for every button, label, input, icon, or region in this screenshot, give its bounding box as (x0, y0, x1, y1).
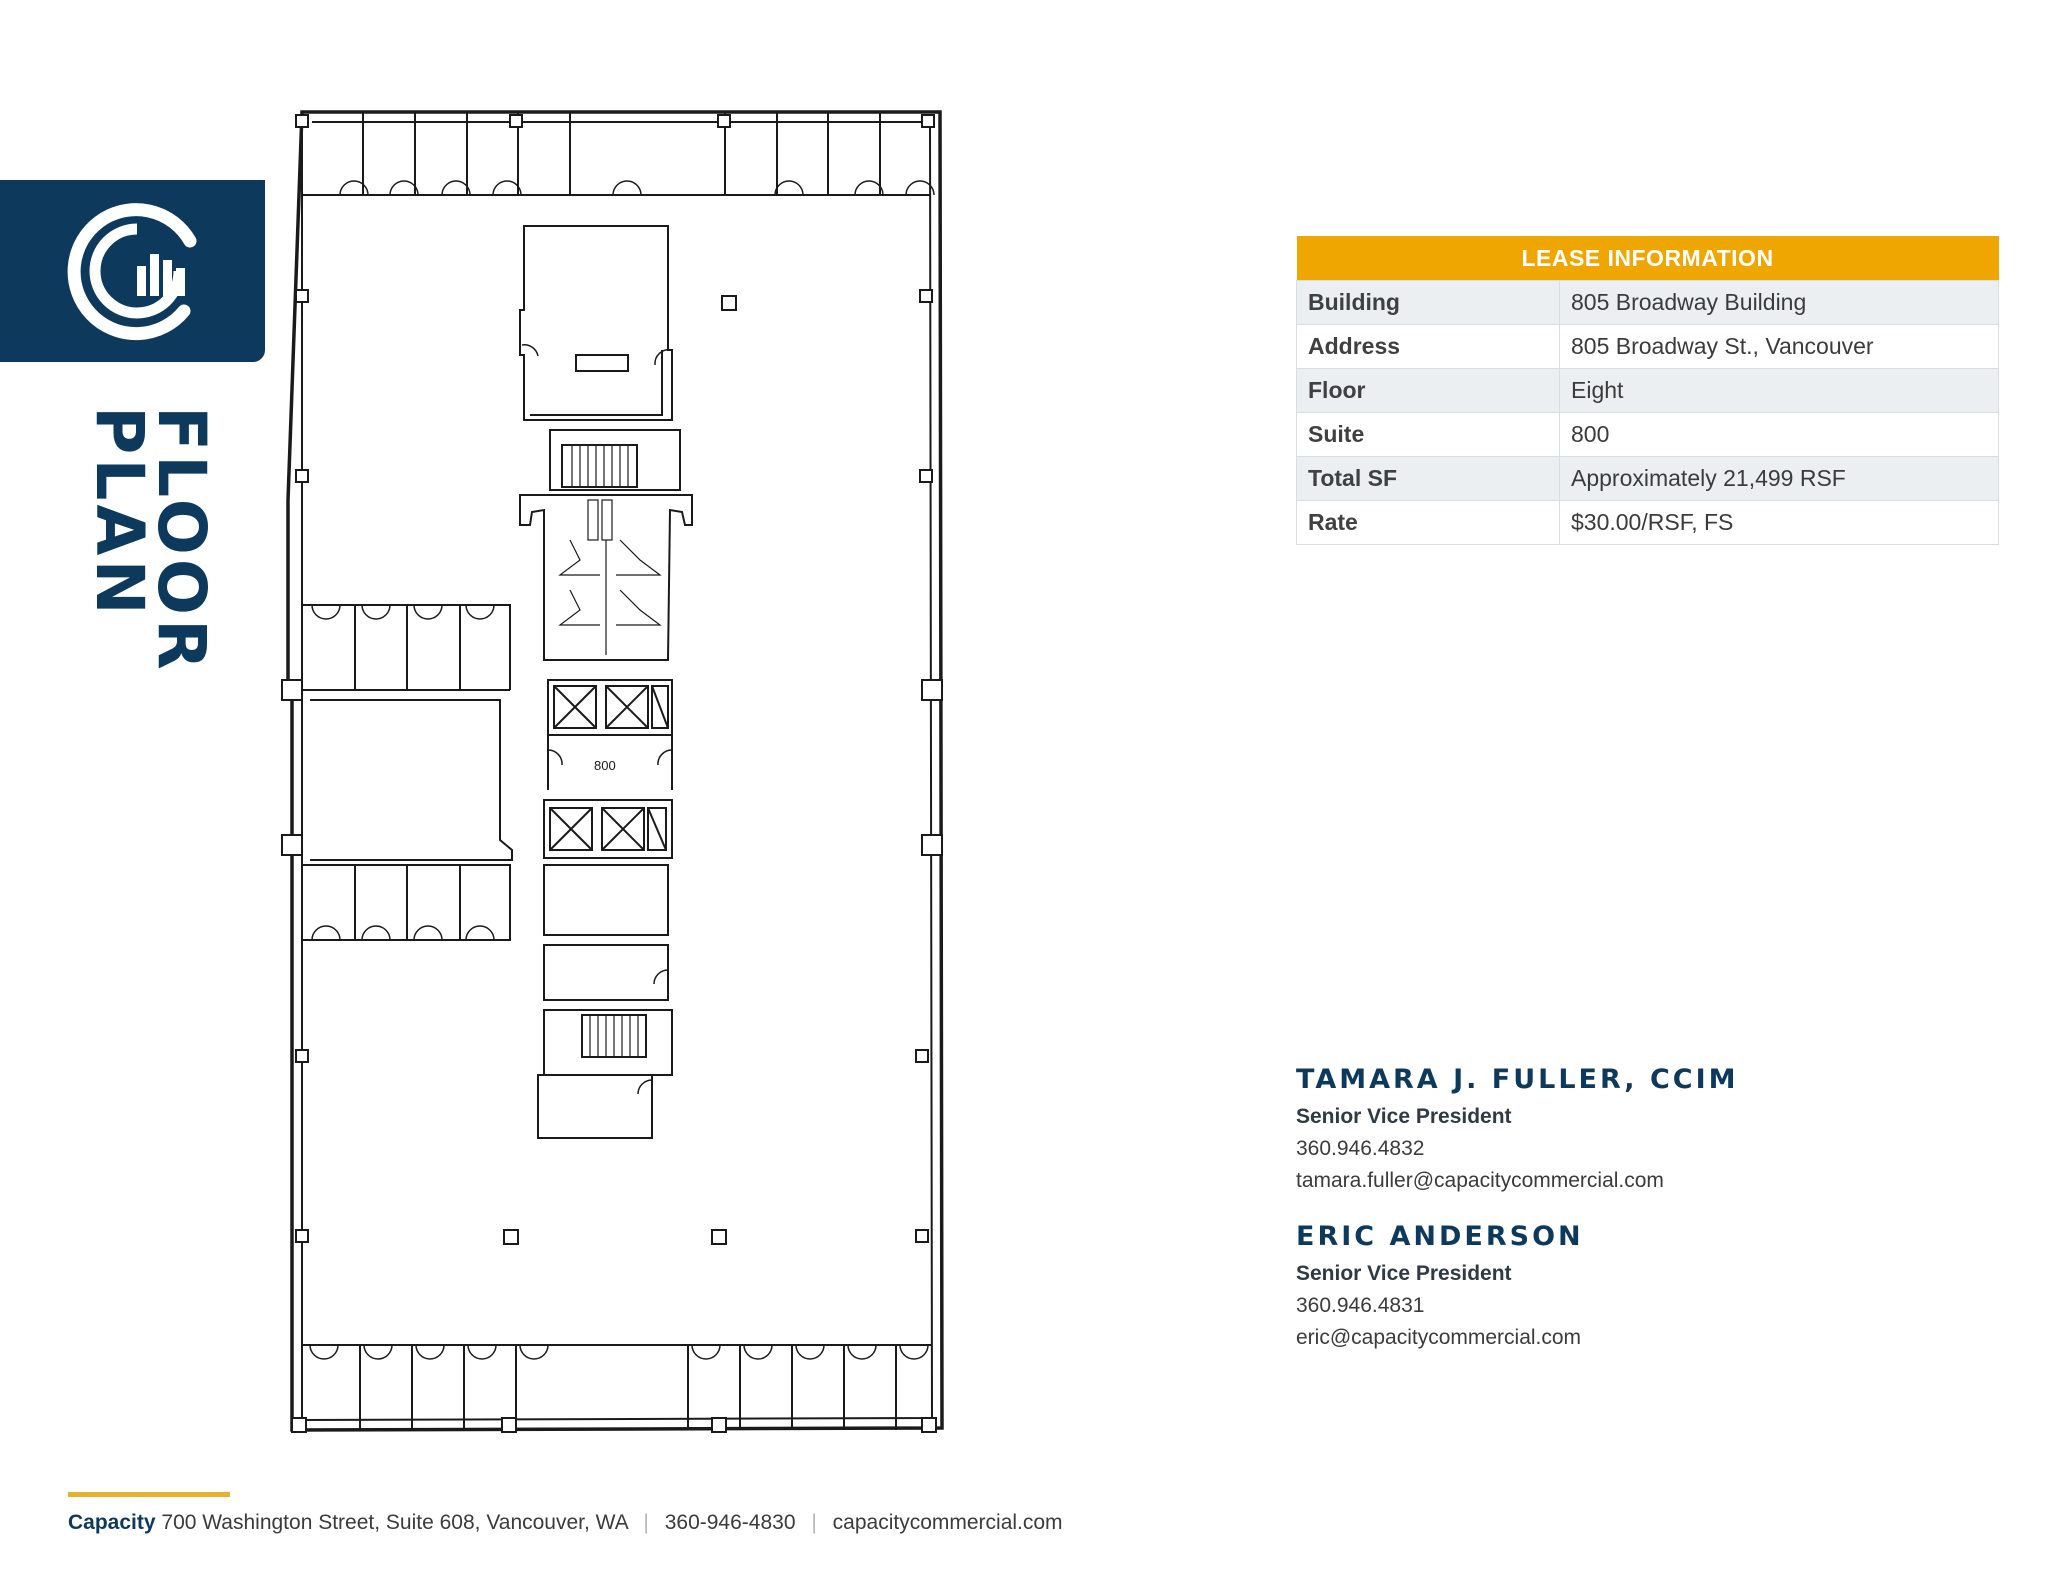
row-label: Floor (1296, 368, 1560, 413)
logo-block (0, 180, 265, 362)
footer-phone[interactable]: 360-946-4830 (664, 1511, 796, 1534)
footer: Capacity 700 Washington Street, Suite 60… (68, 1511, 1063, 1535)
row-label: Suite (1296, 412, 1560, 457)
contact-phone[interactable]: 360.946.4831 (1296, 1294, 1425, 1317)
row-value: $30.00/RSF, FS (1559, 500, 1999, 545)
table-row: Floor Eight (1296, 368, 1999, 413)
contact-phone[interactable]: 360.946.4832 (1296, 1137, 1425, 1160)
table-row: Rate $30.00/RSF, FS (1296, 500, 1999, 545)
title-line-1: FLOOR (143, 406, 220, 674)
table-row: Total SF Approximately 21,499 RSF (1296, 456, 1999, 501)
contact-card: TAMARA J. FULLER, CCIM Senior Vice Presi… (1296, 1064, 1738, 1201)
suite-label: 800 (594, 758, 616, 773)
footer-divider: | (811, 1511, 817, 1534)
title-line-2: PLAN (81, 406, 158, 619)
lease-information-table: LEASE INFORMATION Building 805 Broadway … (1296, 236, 1999, 545)
contact-name: TAMARA J. FULLER, CCIM (1296, 1064, 1739, 1095)
row-label: Building (1296, 280, 1560, 325)
row-label: Total SF (1296, 456, 1560, 501)
table-row: Building 805 Broadway Building (1296, 280, 1999, 325)
row-value: 805 Broadway St., Vancouver (1559, 324, 1999, 369)
footer-divider: | (643, 1511, 649, 1534)
contact-email[interactable]: tamara.fuller@capacitycommercial.com (1296, 1169, 1664, 1192)
floor-plan-drawing: 800 (281, 110, 944, 1433)
page-title: FLOOR PLAN (81, 406, 220, 674)
row-value: Approximately 21,499 RSF (1559, 456, 1999, 501)
contact-role: Senior Vice President (1296, 1105, 1512, 1128)
row-label: Address (1296, 324, 1560, 369)
footer-brand: Capacity (68, 1511, 156, 1534)
lease-table-header: LEASE INFORMATION (1296, 236, 1999, 281)
contact-card: ERIC ANDERSON Senior Vice President 360.… (1296, 1221, 1584, 1358)
footer-accent-line (68, 1492, 230, 1497)
table-row: Suite 800 (1296, 412, 1999, 457)
row-value: 805 Broadway Building (1559, 280, 1999, 325)
contact-email[interactable]: eric@capacitycommercial.com (1296, 1326, 1582, 1349)
row-value: 800 (1559, 412, 1999, 457)
row-label: Rate (1296, 500, 1560, 545)
contact-name: ERIC ANDERSON (1296, 1221, 1584, 1252)
footer-address: 700 Washington Street, Suite 608, Vancou… (161, 1511, 628, 1534)
contact-role: Senior Vice President (1296, 1262, 1512, 1285)
footer-website-link[interactable]: capacitycommercial.com (832, 1511, 1063, 1534)
table-row: Address 805 Broadway St., Vancouver (1296, 324, 1999, 369)
capacity-logo-icon (67, 203, 197, 341)
row-value: Eight (1559, 368, 1999, 413)
